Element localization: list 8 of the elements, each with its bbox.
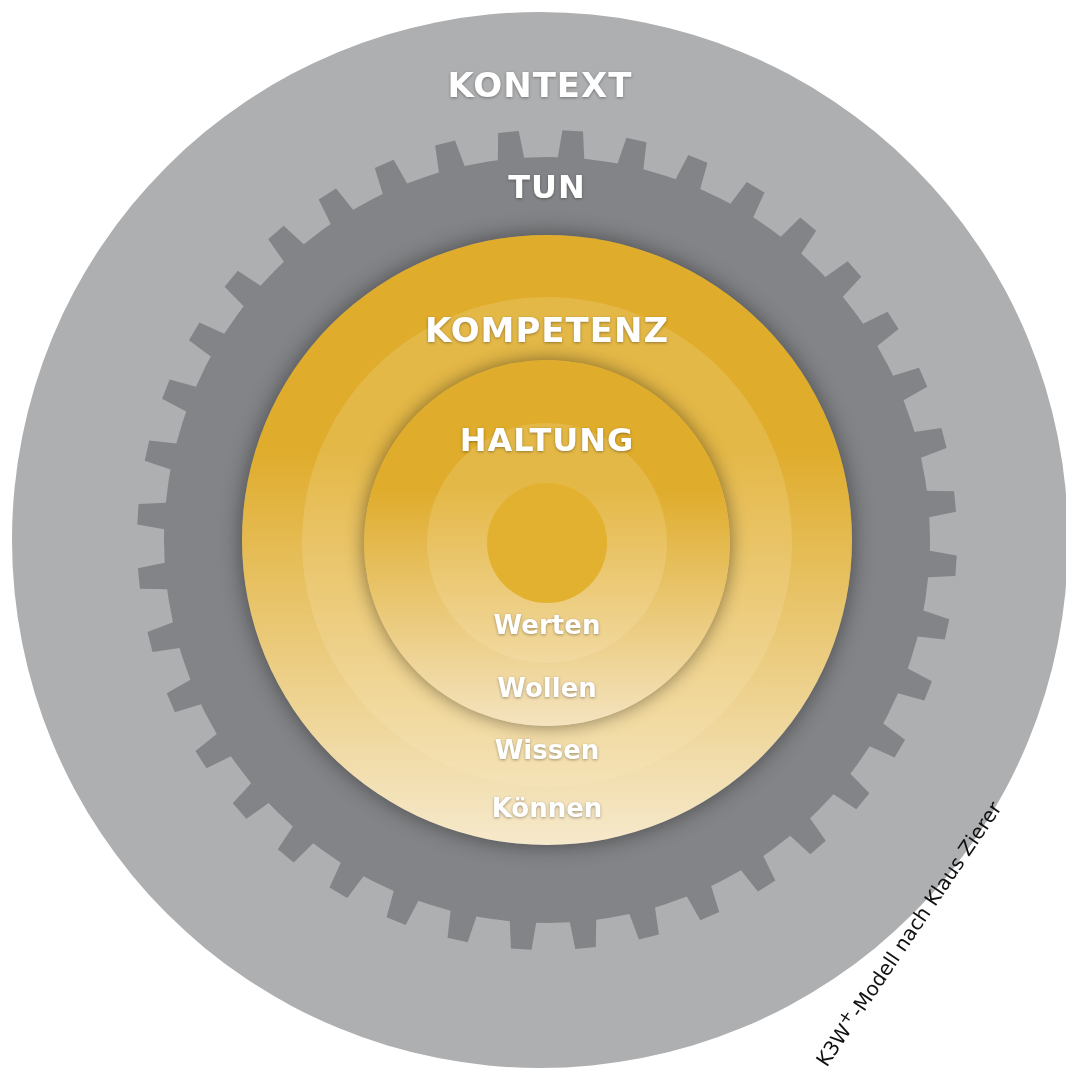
ring-heading: KOMPETENZ: [424, 310, 670, 350]
ring-heading: TUN: [508, 168, 586, 206]
ring-heading: HALTUNG: [459, 421, 635, 459]
ring-label: Wollen: [497, 673, 597, 703]
ring-label: Werten: [493, 610, 601, 640]
ring-label: Wissen: [494, 735, 600, 765]
ring-heading: KONTEXT: [447, 65, 633, 105]
ring-label: Können: [491, 793, 603, 823]
